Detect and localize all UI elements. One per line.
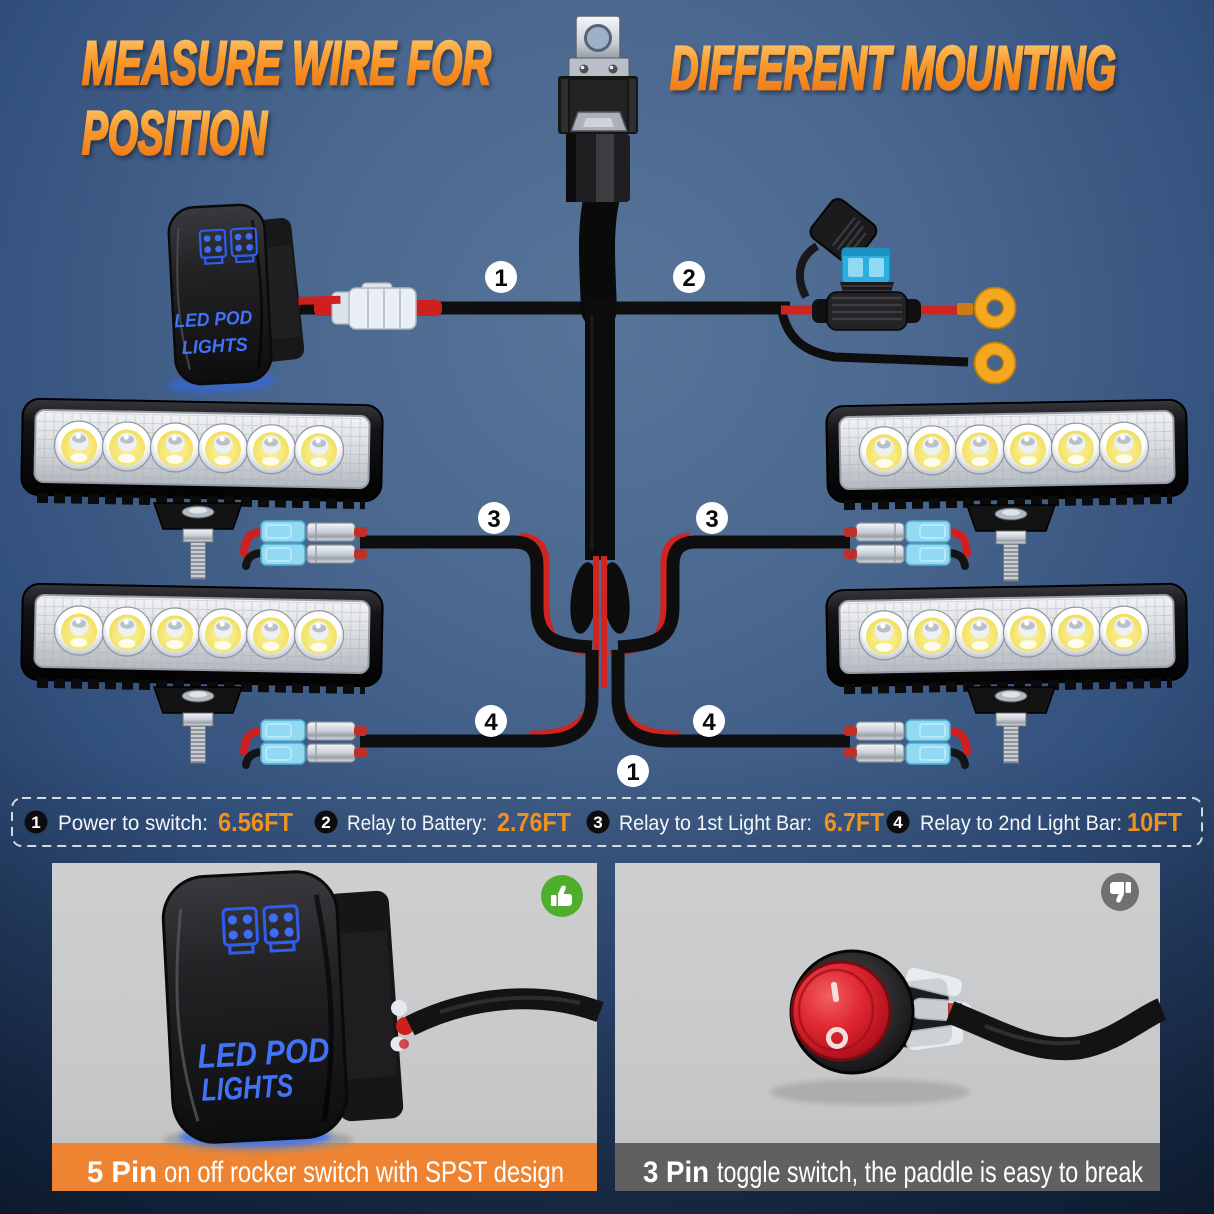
svg-text:1: 1 xyxy=(626,759,639,786)
svg-text:3 Pin: 3 Pin xyxy=(643,1156,709,1189)
svg-text:1: 1 xyxy=(31,813,40,832)
svg-text:6.7FT: 6.7FT xyxy=(824,807,884,837)
svg-text:3: 3 xyxy=(705,506,718,533)
svg-text:6.56FT: 6.56FT xyxy=(218,807,293,837)
svg-text:4: 4 xyxy=(893,813,903,832)
svg-text:DIFFERENT MOUNTING: DIFFERENT MOUNTING xyxy=(670,34,1116,102)
svg-text:Relay to Battery:: Relay to Battery: xyxy=(347,811,487,835)
svg-text:2.76FT: 2.76FT xyxy=(497,807,571,837)
svg-text:toggle switch, the paddle is e: toggle switch, the paddle is easy to bre… xyxy=(717,1156,1144,1189)
svg-text:3: 3 xyxy=(593,813,602,832)
svg-text:4: 4 xyxy=(702,709,716,736)
svg-text:LIGHTS: LIGHTS xyxy=(200,1067,294,1108)
svg-text:POSITION: POSITION xyxy=(82,99,268,167)
svg-text:LIGHTS: LIGHTS xyxy=(181,335,248,359)
svg-text:Relay to 1st Light Bar:: Relay to 1st Light Bar: xyxy=(619,811,812,835)
svg-text:2: 2 xyxy=(321,813,330,832)
svg-text:5 Pin: 5 Pin xyxy=(87,1156,157,1189)
svg-text:MEASURE WIRE FOR: MEASURE WIRE FOR xyxy=(82,29,491,97)
svg-text:4: 4 xyxy=(484,709,498,736)
svg-text:1: 1 xyxy=(494,265,507,292)
svg-text:on off rocker switch with SPST: on off rocker switch with SPST design xyxy=(164,1156,564,1189)
svg-text:Relay to 2nd Light Bar:: Relay to 2nd Light Bar: xyxy=(920,811,1122,835)
svg-text:Power to switch:: Power to switch: xyxy=(58,811,208,835)
svg-text:3: 3 xyxy=(487,506,500,533)
svg-text:2: 2 xyxy=(682,265,695,292)
svg-text:LED POD: LED POD xyxy=(197,1031,331,1076)
svg-text:LED POD: LED POD xyxy=(174,307,253,332)
svg-text:10FT: 10FT xyxy=(1127,807,1182,837)
